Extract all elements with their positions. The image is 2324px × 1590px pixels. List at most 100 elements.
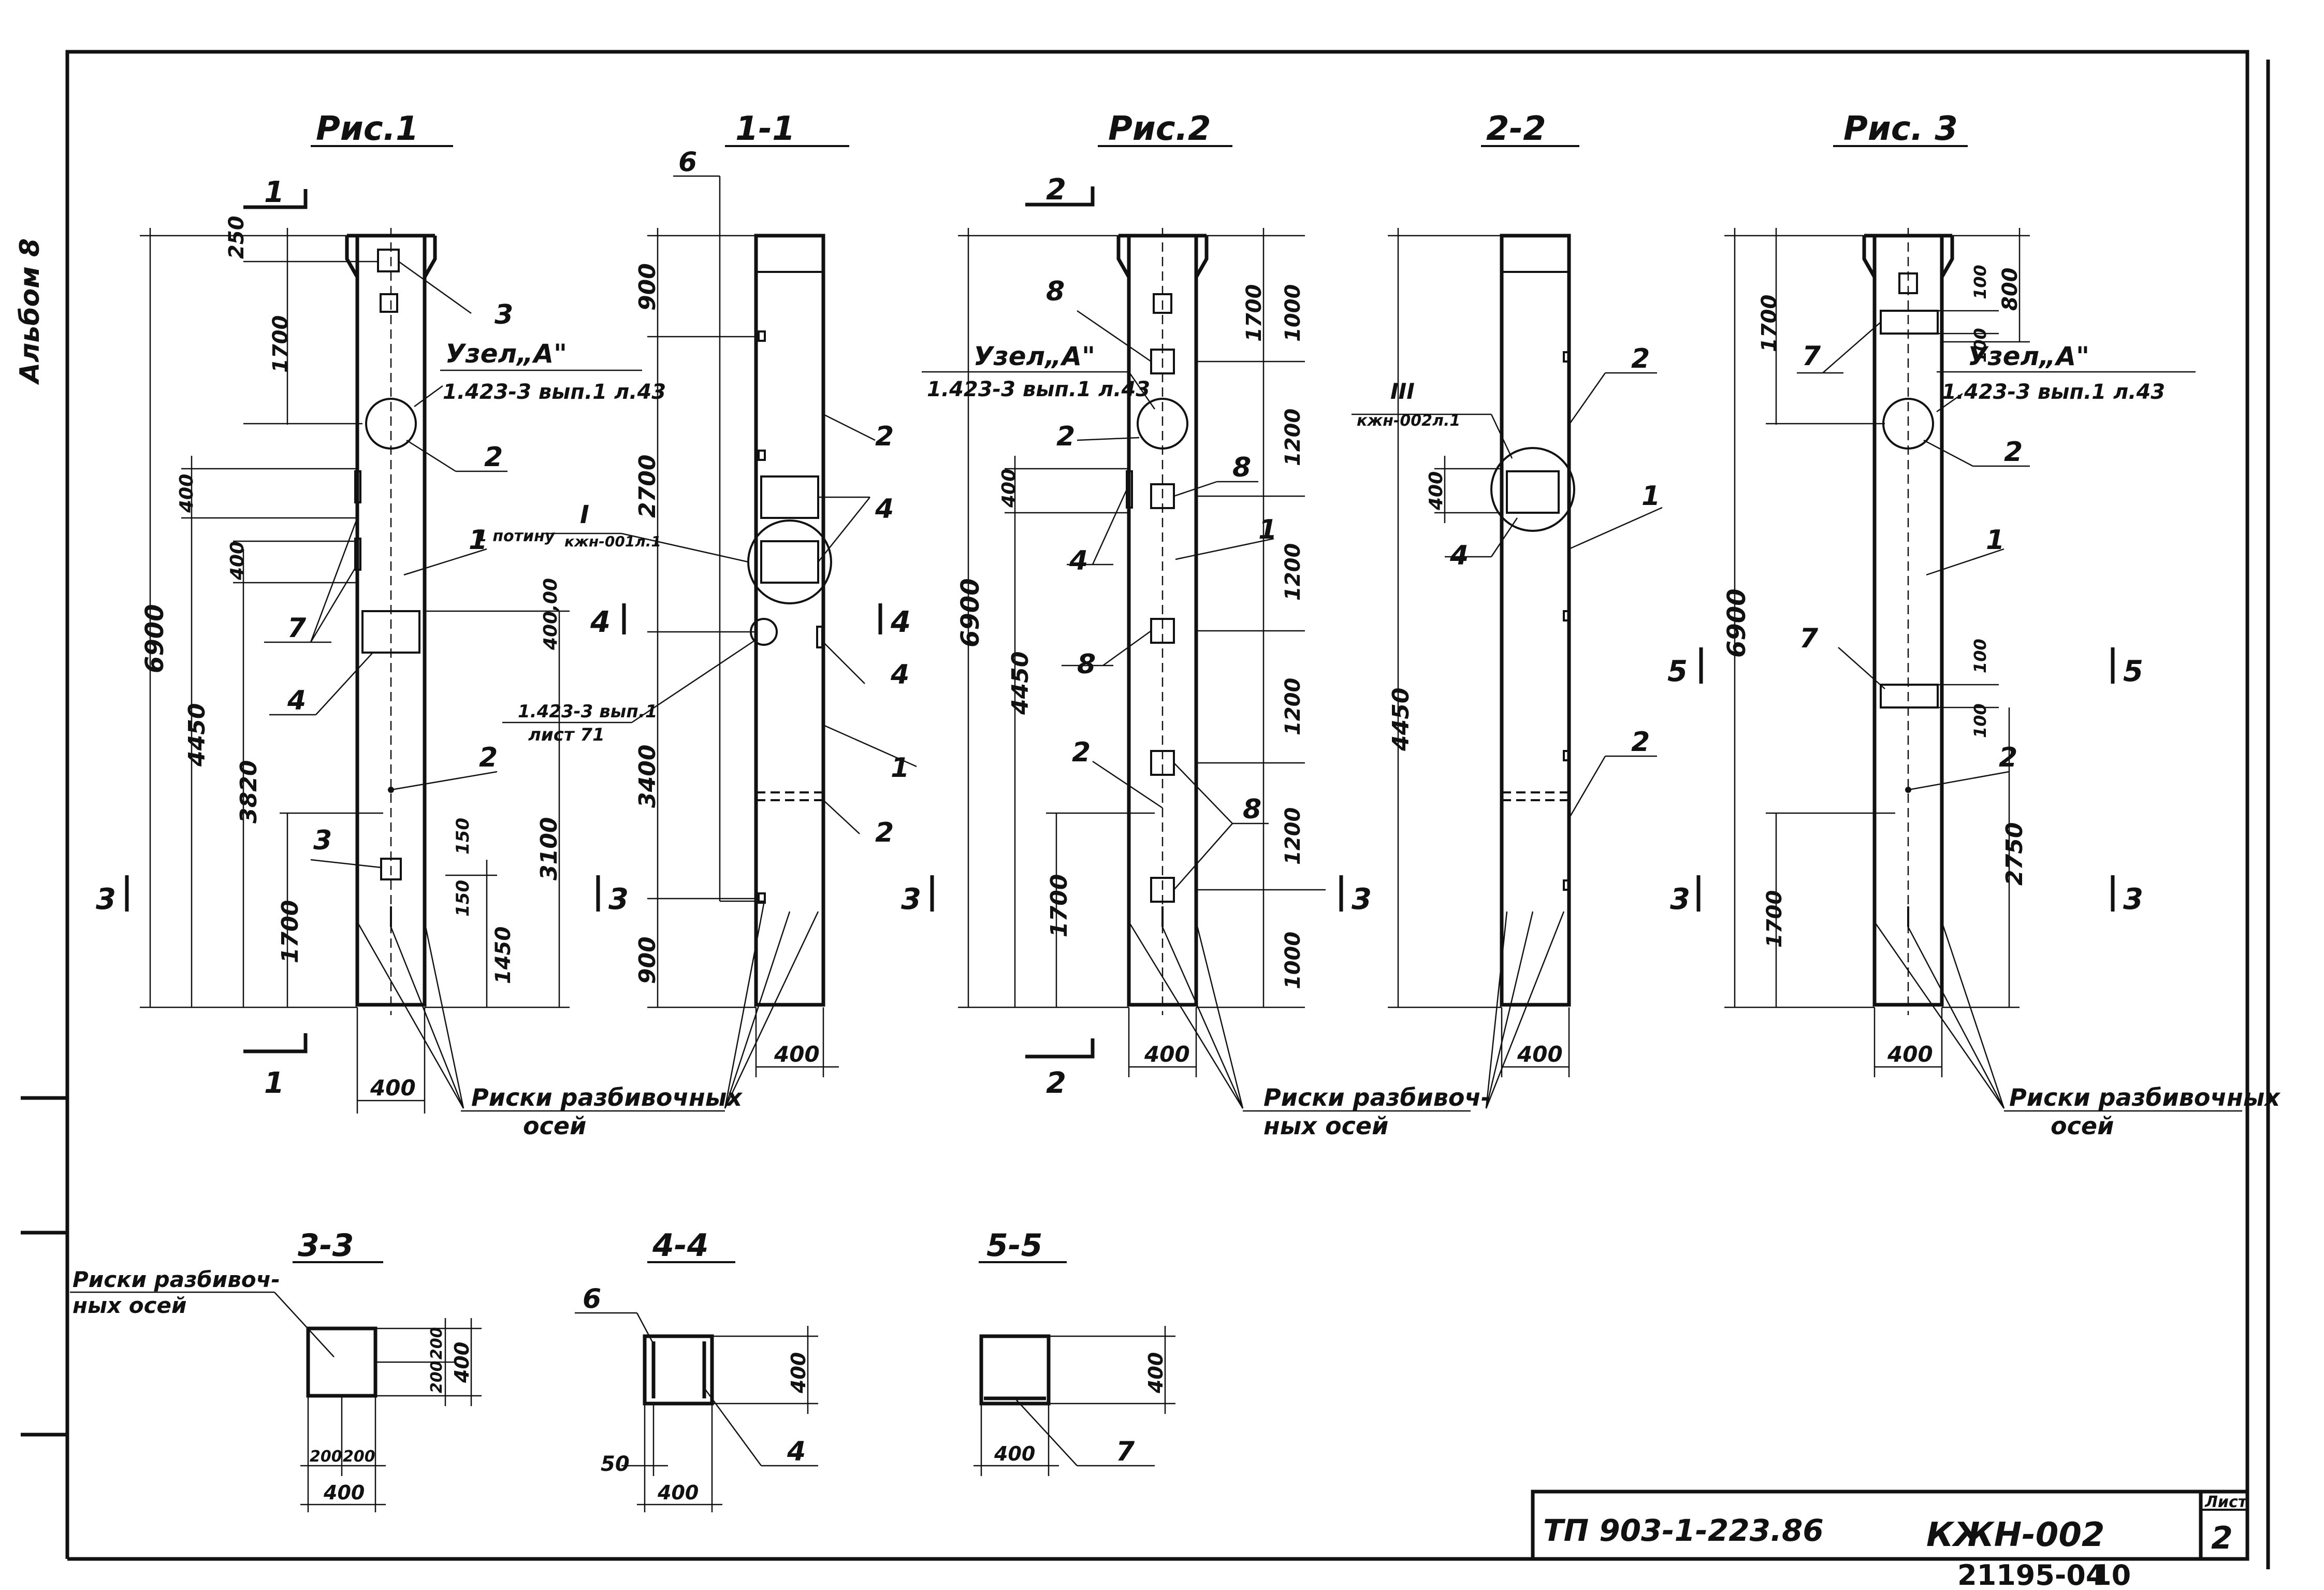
fig3-dim-6900: 6900: [1722, 588, 1751, 658]
fig3-dim-800: 800: [1998, 268, 2022, 311]
view-section-5-5: 5-5 7 400 400: [974, 1227, 1175, 1476]
sec11-dim-400: 400: [774, 1042, 820, 1067]
fig2-dim-400: 400: [998, 469, 1020, 508]
sec44-callout-4: 4: [787, 1436, 806, 1467]
sec44-title: 4-4: [652, 1227, 708, 1264]
sec55-title: 5-5: [986, 1227, 1042, 1264]
fig3-dim-100-d: 100: [1970, 703, 1990, 738]
fig2-axis-marks-line1: Риски разбивоч-: [1263, 1083, 1491, 1111]
fig2-dim-1200-a: 1200: [1281, 409, 1305, 466]
fig3-section-5-right: 5: [2123, 655, 2143, 688]
fig1-node-ref: 1.423-3 вып.1 л.43: [443, 380, 666, 404]
fig3-dim-100-b: 100: [1970, 328, 1990, 363]
fig2-section-2-bottom: 2: [1046, 1066, 1066, 1100]
fig2-dim-1200-c: 1200: [1281, 678, 1305, 735]
sec11-callout-1: 1: [891, 753, 909, 784]
fig2-callout-2: 2: [1056, 421, 1075, 452]
fig2-node-a: Узел„А": [974, 341, 1095, 371]
view-section-3-3: 3-3 Риски разбивоч- ных осей 200 200 400…: [70, 1227, 482, 1512]
fig1-section-1-bottom: 1: [264, 1066, 284, 1100]
sec11-section-4-left: 4: [590, 605, 611, 639]
fig1-dim-250: 250: [225, 216, 249, 259]
fig2-dim-6900: 6900: [956, 578, 985, 647]
title-inventory: 21195-04: [1957, 1559, 2105, 1590]
fig2-dim-4450: 4450: [1007, 652, 1034, 715]
fig3-section-5-left: 5: [1667, 655, 1688, 688]
fig2-callout-8-top: 8: [1046, 276, 1065, 307]
sec11-dim-2700: 2700: [634, 455, 661, 518]
sec22-callout-4: 4: [1449, 540, 1469, 571]
fig2-node-ref: 1.423-3 вып.1 л.43: [927, 378, 1150, 401]
fig2-callout-8-mid: 8: [1232, 452, 1251, 483]
fig2-dim-1700-r: 1700: [1242, 284, 1266, 342]
fig3-title: Рис. 3: [1843, 110, 1958, 148]
fig1-dim-150-a: 150: [453, 818, 473, 855]
fig1-callout-3-top: 3: [495, 299, 513, 330]
sec11-note-left: 1 потину: [476, 527, 556, 545]
fig1-dim-1450: 1450: [491, 927, 515, 984]
fig1-dim-3100: 3100: [536, 817, 562, 880]
sec44-dim-400-h: 400: [657, 1481, 699, 1504]
view-fig2: Рис.2 6900: [922, 110, 1491, 1140]
sec11-callout-4-far: 4: [890, 659, 909, 690]
sec44-dim-50: 50: [601, 1452, 630, 1476]
fig2-dim-1200-d: 1200: [1281, 807, 1305, 865]
sec22-callout-1: 1: [1642, 481, 1660, 512]
view-section-4-4: 4-4 6 4 400 50 400: [575, 1227, 818, 1512]
sec55-dim-400-v: 400: [1144, 1352, 1167, 1394]
fig1-callout-2: 2: [484, 442, 503, 473]
sec33-dim-200-h-b: 200: [343, 1448, 375, 1466]
fig2-callout-4: 4: [1069, 545, 1088, 576]
sec11-title: 1-1: [735, 110, 795, 148]
fig2-callout-1: 1: [1258, 514, 1277, 545]
fig1-dim-1700-bottom: 1700: [277, 900, 303, 963]
fig3-axis-marks-line2: осей: [2051, 1112, 2114, 1140]
fig2-dim-1000-r-bottom: 1000: [1281, 932, 1305, 989]
sec11-dim-900-top: 900: [634, 263, 661, 311]
fig1-dim-6900: 6900: [140, 604, 169, 673]
sec11-callout-4-right: 4: [875, 494, 894, 525]
fig3-axis-marks-line1: Риски разбивочных: [2009, 1083, 2281, 1111]
fig1-callout-1: 1: [469, 525, 487, 556]
fig3-callout-2-low: 2: [1999, 742, 2017, 773]
title-block: ТП 903-1-223.86 КЖН-002 Лист 2 21195-04 …: [1531, 1490, 2248, 1590]
side-label: Альбом 8: [14, 238, 46, 385]
sec22-dim-4450: 4450: [1388, 688, 1414, 751]
fig3-callout-7-top: 7: [1802, 341, 1821, 372]
fig1-dim-1700-top: 1700: [269, 315, 293, 373]
fig1-callout-2-low: 2: [479, 742, 498, 773]
sec33-axis-marks-line2: ных осей: [72, 1293, 186, 1318]
fig3-dim-1700-bottom: 1700: [1763, 890, 1786, 948]
fig2-section-2-top: 2: [1046, 173, 1066, 207]
sec11-section-3-left: 3: [901, 883, 921, 916]
fig3-callout-1: 1: [1986, 525, 2005, 556]
fig2-callout-8-left: 8: [1077, 649, 1096, 680]
fig3-dim-2750: 2750: [2001, 822, 2028, 886]
fig3-node-ref: 1.423-3 вып.1 л.43: [1942, 380, 2165, 404]
fig1-dim-3820: 3820: [236, 760, 262, 823]
fig1-node-a: Узел„А": [445, 339, 567, 369]
fig2-callout-8-low: 8: [1243, 794, 1261, 825]
sec44-dim-400-v: 400: [787, 1352, 810, 1394]
sec33-dim-400-h: 400: [323, 1481, 365, 1504]
title-project: ТП 903-1-223.86: [1543, 1513, 1824, 1548]
fig3-dim-400-bottom: 400: [1887, 1042, 1933, 1067]
sec11-ref-71-b: лист 71: [528, 725, 605, 745]
fig2-dim-400-bottom: 400: [1144, 1042, 1190, 1067]
fig1-axis-marks-line1: Риски разбивочных: [471, 1083, 743, 1111]
fig3-node-a: Узел„А": [1968, 341, 2089, 371]
sec11-section-4-right: 4: [890, 605, 911, 639]
sheet-frame: [21, 50, 2270, 1569]
sec33-title: 3-3: [298, 1227, 354, 1264]
sec22-dim-400-bottom: 400: [1517, 1042, 1563, 1067]
fig3-callout-7-low: 7: [1799, 623, 1819, 654]
fig1-dim-400-side: 400,00: [540, 578, 561, 651]
fig3-dim-100-c: 100: [1970, 639, 1990, 673]
fig1-title: Рис.1: [316, 110, 419, 148]
sec11-callout-2-low: 2: [875, 817, 894, 848]
fig1-dim-150-b: 150: [453, 880, 473, 917]
fig2-dim-1700: 1700: [1046, 874, 1072, 937]
sec22-dim-400: 400: [1426, 471, 1447, 511]
sec11-note-roman: I: [580, 500, 589, 529]
